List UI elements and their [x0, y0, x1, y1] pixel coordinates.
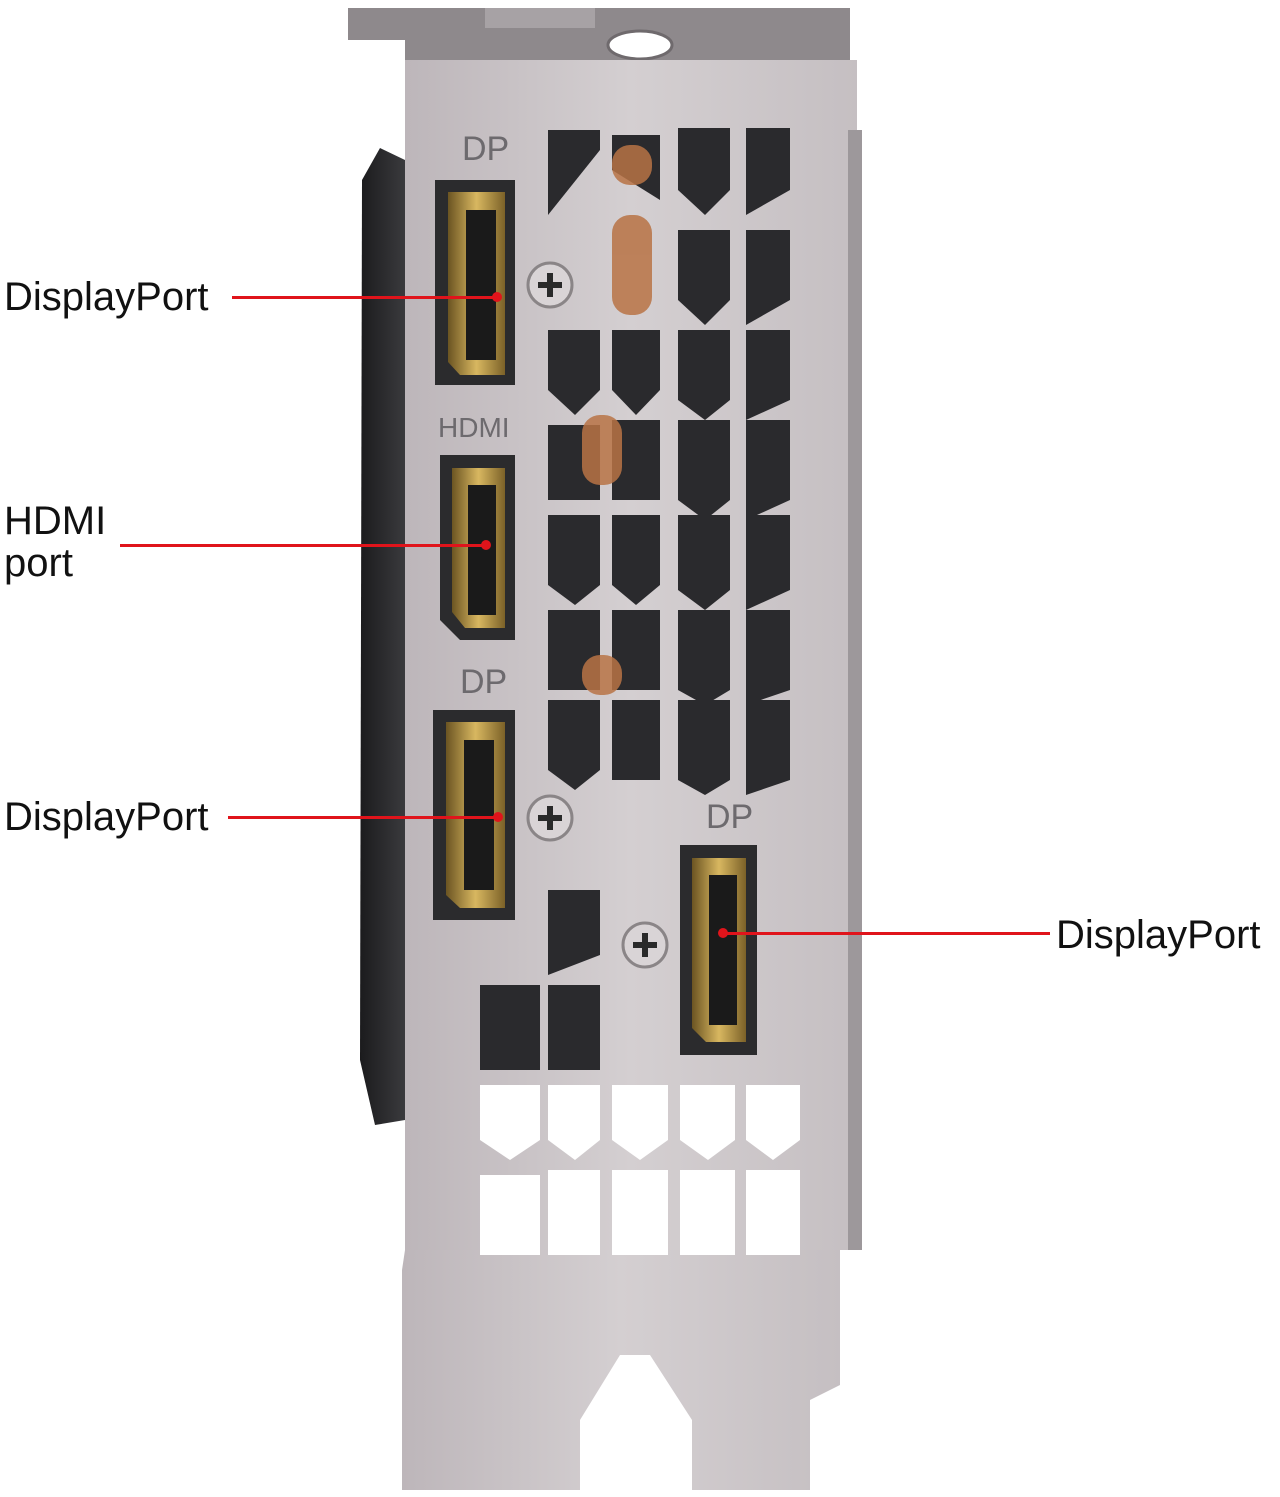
callout-label-hdmi: HDMI port [4, 499, 107, 585]
heatpipes [582, 145, 652, 695]
callout-dot-hdmi [481, 540, 491, 550]
callout-dot-displayport-1 [492, 292, 502, 302]
vent-grid [480, 128, 790, 1070]
bracket-screw-hole [606, 29, 674, 61]
callout-line-hdmi [120, 544, 488, 547]
vent-grid-open [480, 1085, 800, 1255]
displayport-2 [433, 710, 515, 920]
callout-line-displayport-1 [232, 296, 498, 299]
callout-label-displayport-2: DisplayPort [4, 795, 209, 839]
displayport-1 [435, 180, 515, 385]
bracket-top-tab [485, 8, 595, 28]
callout-label-displayport-1: DisplayPort [4, 275, 209, 319]
bracket-edge [848, 130, 862, 1250]
callout-label-displayport-3: DisplayPort [1056, 913, 1261, 957]
silk-hdmi: HDMI [438, 412, 510, 443]
callout-line-displayport-2 [228, 816, 500, 819]
callout-dot-displayport-2 [493, 812, 503, 822]
callout-dot-displayport-3 [718, 928, 728, 938]
cooler-shroud [360, 148, 405, 1125]
silk-dp3: DP [706, 798, 753, 836]
silk-dp1: DP [462, 130, 509, 168]
hdmi-port [440, 455, 515, 640]
bracket-bottom-tab [402, 1250, 840, 1490]
callout-line-displayport-3 [722, 932, 1050, 935]
silk-dp2: DP [460, 663, 507, 701]
displayport-3 [680, 845, 757, 1055]
